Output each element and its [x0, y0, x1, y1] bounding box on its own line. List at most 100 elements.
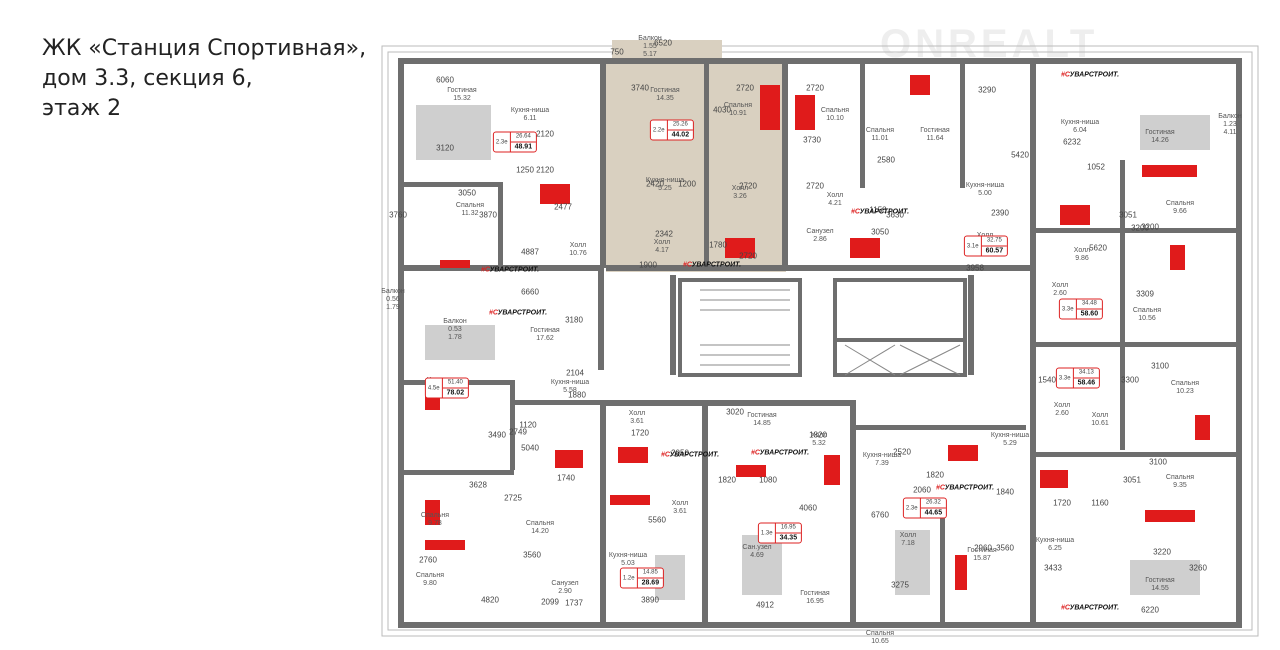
living-area: 25.26 — [672, 121, 688, 128]
dimension-label: 6660 — [521, 287, 539, 297]
dimension-label: 2390 — [991, 208, 1009, 218]
dimension-label: 2749 — [509, 427, 527, 437]
room-name: Холл — [1091, 412, 1109, 419]
dimension-label: 3433 — [1044, 563, 1062, 573]
room-name: Кухня-ниша — [862, 452, 902, 459]
dimension-label: 3300 — [1121, 375, 1139, 385]
room-name: Спальня — [420, 512, 450, 519]
room-area: 14.20 — [531, 528, 549, 535]
dimension-label: 2580 — [877, 155, 895, 165]
total-area: 44.02 — [667, 129, 694, 140]
dimension-label: 1737 — [565, 598, 583, 608]
dimension-label: 1880 — [568, 390, 586, 400]
stair-core — [678, 278, 967, 377]
living-area: 34.48 — [1081, 300, 1097, 307]
dimension-label: 4060 — [799, 503, 817, 513]
apartment-type: 3.3е — [1060, 299, 1077, 319]
room-area-total: 1.79 — [386, 304, 400, 311]
living-area: 34.13 — [1078, 369, 1094, 376]
dimension-label: 1160 — [1091, 498, 1109, 508]
dimension-label: 4030 — [713, 105, 731, 115]
room-name: Гостиная — [1145, 577, 1175, 584]
dimension-label: 6520 — [654, 38, 672, 48]
room-area: 11.32 — [461, 210, 479, 217]
dimension-label: 1250 — [516, 165, 534, 175]
dimension-label: 2720 — [739, 181, 757, 191]
dimension-label: 1052 — [1087, 162, 1105, 172]
dimension-label: 3760 — [389, 210, 407, 220]
dimension-label: 6220 — [1141, 605, 1159, 615]
room-name: Спальня — [1165, 200, 1195, 207]
outer-wall — [381, 45, 1259, 637]
dimension-label: 3290 — [978, 85, 996, 95]
total-area: 28.69 — [637, 577, 664, 588]
room-name: Гостиная — [967, 547, 997, 554]
stair-steps — [700, 289, 961, 376]
dimension-label: 2104 — [566, 368, 584, 378]
room-area: 14.35 — [656, 95, 674, 102]
dimension-label: 4887 — [521, 247, 539, 257]
room-name: Холл — [569, 242, 587, 249]
room-area: 1.55 — [643, 43, 657, 50]
room-area: 4.69 — [750, 552, 764, 559]
rugs — [416, 105, 1210, 600]
dimension-label: 1720 — [631, 428, 649, 438]
room-area-total: 5.17 — [643, 51, 657, 58]
dimension-label: 2120 — [536, 129, 554, 139]
room-name: Гостиная — [747, 412, 777, 419]
room-area: 2.60 — [1053, 290, 1067, 297]
dimension-label: 3560 — [523, 550, 541, 560]
room-name: Санузел — [806, 228, 834, 235]
room-name: Гостиная — [650, 87, 680, 94]
dimension-label: 1820 — [718, 475, 736, 485]
room-area: 10.65 — [871, 638, 889, 645]
walls — [398, 58, 1242, 628]
room-name: Спальня — [820, 107, 850, 114]
brand-tag: #СУВАРСТРОИТ. — [935, 484, 995, 492]
room-name: Холл — [653, 239, 671, 246]
dimension-label: 2720 — [806, 181, 824, 191]
dimension-label: 3100 — [1151, 361, 1169, 371]
room-name: Холл — [826, 192, 844, 199]
dimension-label: 3560 — [996, 543, 1014, 553]
apartment-type: 2.3е — [904, 498, 921, 518]
room-area: 10.10 — [826, 115, 844, 122]
living-area: 16.95 — [780, 524, 796, 531]
room-name: Гостиная — [530, 327, 560, 334]
room-area: 11.01 — [871, 135, 889, 142]
room-area: 14.26 — [1151, 137, 1169, 144]
room-area: 7.18 — [901, 540, 915, 547]
dimension-label: 2342 — [655, 229, 673, 239]
dimension-label: 3020 — [726, 407, 744, 417]
title-line-building: дом 3.3, секция 6, — [42, 66, 253, 91]
room-name: Гостиная — [447, 87, 477, 94]
room-area: 3.61 — [630, 418, 644, 425]
total-area: 58.60 — [1076, 308, 1103, 319]
room-area: 4.17 — [655, 247, 669, 254]
